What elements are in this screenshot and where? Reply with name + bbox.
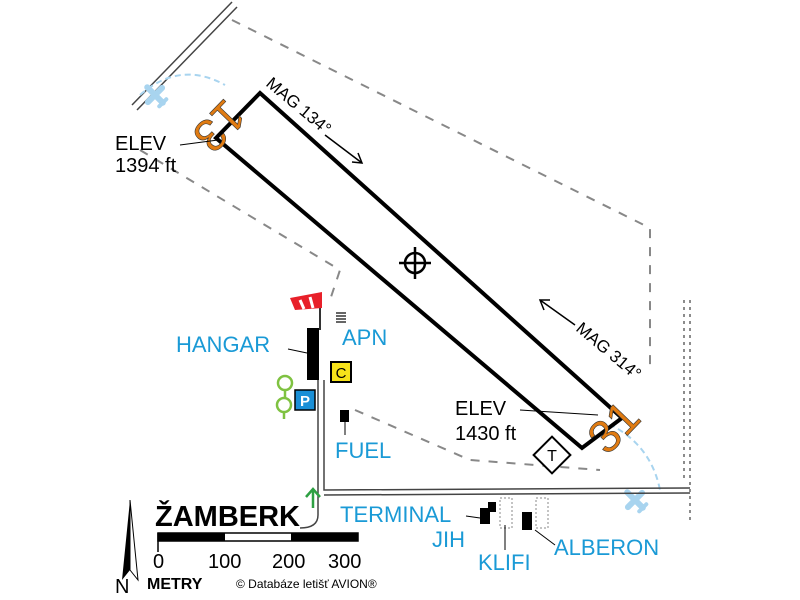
north-arrow-icon	[122, 499, 139, 582]
alberon-label: ALBERON	[554, 535, 659, 560]
runway-center-icon	[399, 247, 431, 279]
mag-heading-east: MAG 314°	[572, 319, 644, 384]
airfield-boundary	[139, 19, 651, 471]
elev-west-value: 1394 ft	[115, 155, 177, 177]
landing-t-marker: T	[532, 435, 572, 475]
access-road	[299, 380, 691, 529]
elev-east-leader	[519, 409, 599, 416]
hangar-building	[307, 328, 319, 380]
svg-text:P: P	[300, 393, 310, 410]
elev-west-leader	[179, 139, 219, 146]
fuel-label: FUEL	[335, 438, 391, 463]
scale-unit: METRY	[147, 576, 203, 593]
copyright: © Databáze letišť AVION®	[236, 577, 377, 591]
terminal-label: TERMINAL	[340, 502, 451, 527]
svg-text:C: C	[336, 365, 347, 382]
alberon-leader	[534, 529, 556, 546]
arrow-up-icon	[305, 487, 321, 508]
parking-icon: P	[294, 389, 316, 411]
scale-tick-100: 100	[208, 551, 241, 573]
elev-east-value: 1430 ft	[455, 423, 517, 445]
tree-icon	[275, 374, 294, 419]
runway	[213, 90, 626, 451]
svg-text:T: T	[547, 448, 557, 465]
hangar-label: HANGAR	[176, 332, 270, 357]
scale-tick-0: 0	[153, 551, 164, 573]
elev-east-label: ELEV	[455, 398, 507, 420]
airfield-name: ŽAMBERK	[155, 499, 300, 533]
terminal-leader	[465, 515, 481, 519]
klifi-label: KLIFI	[478, 550, 531, 575]
airplane-icon	[144, 84, 169, 109]
heading-arrow-east	[538, 299, 576, 326]
scale-tick-300: 300	[328, 551, 361, 573]
apron-marker	[336, 312, 346, 323]
apron-label: APN	[342, 325, 387, 350]
customs-icon: C	[330, 361, 352, 383]
fuel-building	[340, 410, 349, 422]
hangar-leader	[287, 348, 308, 354]
right-boundary	[683, 300, 691, 520]
heading-arrow-west	[324, 134, 364, 164]
jih-label: JIH	[432, 527, 465, 552]
windsock-icon	[290, 292, 322, 330]
scale-bar	[157, 532, 359, 552]
north-label: N	[115, 576, 129, 598]
airplane-icon	[624, 489, 649, 514]
scale-tick-200: 200	[272, 551, 305, 573]
terminal-buildings	[480, 502, 532, 530]
elev-west-label: ELEV	[115, 133, 167, 155]
terminal-outlines	[499, 497, 549, 529]
